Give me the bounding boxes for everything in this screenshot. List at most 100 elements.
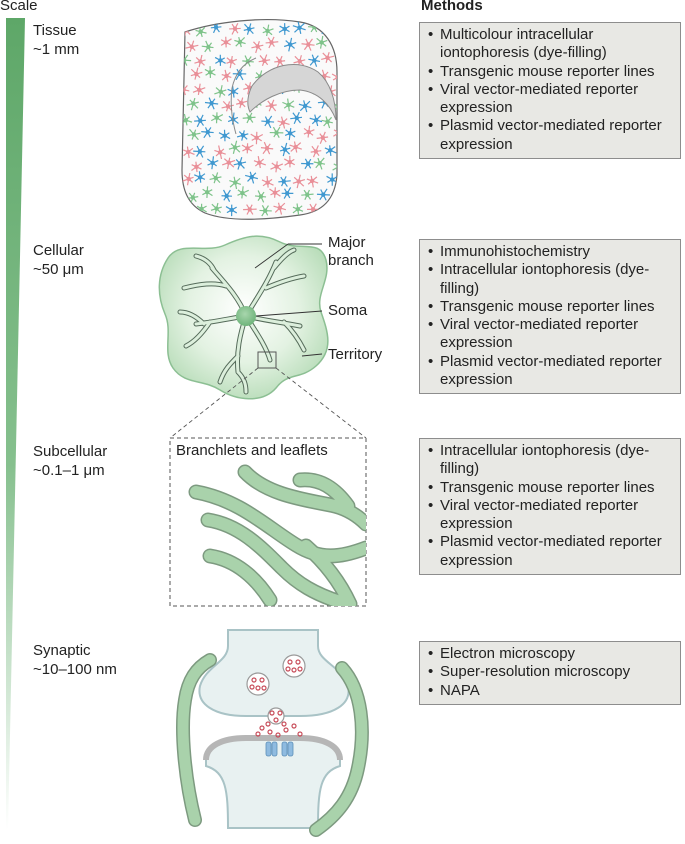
tissue-astrocyte — [331, 73, 337, 81]
tissue-astrocyte — [278, 176, 291, 187]
neurotransmitter-dot — [297, 731, 303, 737]
tissue-astrocyte — [261, 115, 275, 129]
tissue-astrocyte — [253, 156, 266, 169]
method-item: Transgenic mouse reporter lines — [428, 63, 674, 82]
neurotransmitter-dot — [291, 667, 297, 673]
tissue-illustration — [181, 19, 338, 220]
neurotransmitter-dot — [273, 717, 279, 723]
tissue-astrocyte — [261, 176, 274, 188]
method-item: Transgenic mouse reporter lines — [428, 298, 674, 317]
tissue-astrocyte — [308, 54, 321, 67]
tissue-astrocyte — [194, 54, 206, 68]
tissue-astrocyte — [214, 85, 227, 98]
tissue-astrocyte — [225, 204, 238, 217]
soma-label: Soma — [328, 302, 368, 319]
tissue-astrocyte — [214, 145, 226, 160]
tissue-astrocyte — [281, 187, 294, 199]
tissue-astrocyte — [269, 126, 284, 138]
tissue-astrocyte — [221, 189, 232, 202]
tissue-astrocyte — [282, 98, 295, 112]
tissue-astrocyte — [306, 175, 319, 188]
tissue-astrocyte — [292, 203, 304, 216]
neurotransmitter-dot — [267, 729, 273, 735]
level-subcellular-label: Subcellular ~0.1–1 μm — [33, 443, 108, 479]
tissue-astrocyte — [303, 125, 315, 138]
astrocyte-illustration — [158, 235, 367, 439]
tissue-astrocyte — [301, 189, 314, 201]
tissue-astrocyte — [316, 131, 329, 144]
tissue-astrocyte — [332, 190, 337, 202]
tissue-astrocyte — [292, 174, 306, 189]
tissue-astrocyte — [194, 114, 206, 128]
tissue-astrocyte — [236, 130, 249, 141]
tissue-astrocyte — [333, 45, 337, 53]
tissue-astrocyte — [245, 171, 258, 184]
tissue-astrocyte — [292, 20, 306, 35]
tissue-astrocyte — [192, 83, 206, 96]
tissue-astrocyte — [277, 116, 290, 129]
tissue-astrocyte — [210, 202, 222, 215]
scale-header: Scale — [0, 0, 38, 14]
methods-header: Methods — [421, 0, 483, 14]
tissue-astrocyte — [201, 40, 214, 53]
level-tissue-label: Tissue ~1 mm — [33, 22, 80, 58]
tissue-astrocyte — [243, 204, 257, 215]
neurotransmitter-dot — [291, 723, 297, 729]
neurotransmitter-dot — [249, 684, 255, 690]
tissue-astrocyte — [195, 25, 207, 38]
tissue-astrocyte — [254, 190, 267, 203]
tissue-astrocyte — [250, 131, 264, 145]
neurotransmitter-dot — [265, 721, 271, 727]
tissue-astrocyte — [185, 40, 199, 53]
tissue-astrocyte — [333, 129, 337, 137]
level-synaptic-label: Synaptic ~10–100 nm — [33, 642, 117, 678]
level-cellular-label: Cellular ~50 μm — [33, 242, 84, 278]
scale-bar — [6, 18, 25, 830]
neurotransmitter-dot — [281, 721, 287, 727]
method-item: Viral vector-mediated reporter expressio… — [428, 497, 674, 534]
tissue-astrocyte — [194, 171, 206, 183]
tissue-astrocyte — [293, 55, 306, 67]
tissue-astrocyte — [283, 37, 297, 52]
tissue-astrocyte — [316, 188, 330, 201]
tissue-astrocyte — [187, 128, 201, 141]
method-item: Plasmid vector-mediated reporter express… — [428, 353, 674, 390]
tissue-astrocyte — [242, 112, 256, 124]
neurotransmitter-dot — [295, 659, 301, 665]
tissue-astrocyte — [278, 23, 290, 35]
tissue-astrocyte — [260, 141, 274, 155]
tissue-astrocyte — [233, 157, 247, 170]
method-item: Super-resolution microscopy — [428, 663, 674, 682]
tissue-astrocyte — [321, 116, 333, 129]
tissue-astrocyte — [186, 97, 199, 111]
tissue-astrocyte — [237, 186, 249, 199]
tissue-astrocyte — [182, 146, 195, 159]
method-item: NAPA — [428, 682, 674, 701]
tissue-astrocyte — [234, 36, 246, 48]
neurotransmitter-dot — [297, 666, 303, 672]
tissue-astrocyte — [324, 204, 337, 217]
tissue-astrocyte — [265, 36, 279, 49]
major-branch-label: Major branch — [328, 234, 374, 269]
tissue-astrocyte — [301, 38, 315, 51]
tissue-astrocyte — [220, 36, 232, 48]
method-item: Transgenic mouse reporter lines — [428, 479, 674, 498]
tissue-astrocyte — [259, 205, 272, 217]
tissue-astrocyte — [279, 142, 291, 157]
tissue-astrocyte — [182, 205, 196, 218]
branchlets-label: Branchlets and leaflets — [176, 442, 328, 459]
tissue-astrocyte — [229, 22, 241, 35]
tissue-astrocyte — [262, 24, 274, 37]
tissue-astrocyte — [232, 68, 247, 81]
method-item: Immunohistochemistry — [428, 243, 674, 262]
tissue-astrocyte — [202, 186, 213, 198]
tissue-astrocyte — [228, 140, 241, 154]
tissue-astrocyte — [207, 156, 219, 170]
neurotransmitter-dot — [283, 727, 289, 733]
soma — [236, 306, 256, 326]
tissue-astrocyte — [332, 163, 337, 171]
territory-label: Territory — [328, 346, 383, 363]
tissue-astrocyte — [269, 187, 281, 198]
tissue-astrocyte — [321, 52, 335, 63]
